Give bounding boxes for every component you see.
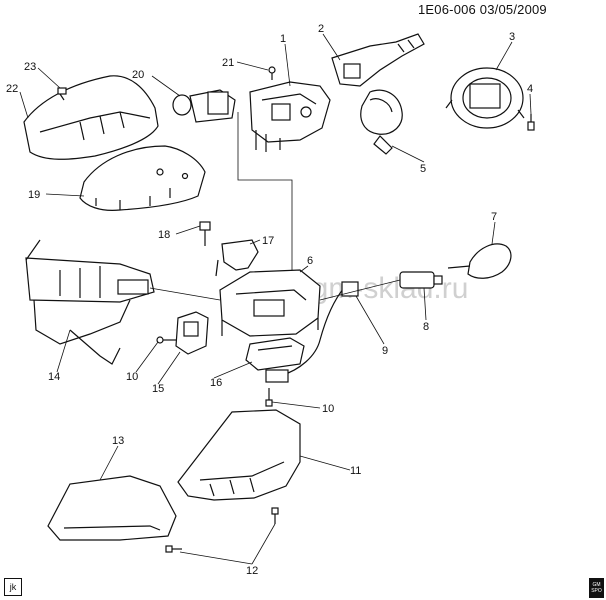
assembly-guide-lines [149, 112, 401, 301]
callout-14: 14 [48, 371, 60, 383]
trim-panel [47, 475, 177, 541]
callout-8: 8 [423, 321, 429, 333]
lower-cover [177, 409, 301, 501]
callout-17: 17 [262, 235, 274, 247]
lower-shroud [79, 145, 206, 211]
upper-trim-cover [23, 75, 159, 160]
multifunction-lever [331, 33, 425, 87]
callout-22: 22 [6, 83, 18, 95]
callout-12: 12 [246, 565, 258, 577]
callout-18: 18 [158, 229, 170, 241]
callout-10-b: 10 [322, 403, 334, 415]
key [447, 243, 512, 279]
callout-9: 9 [382, 345, 388, 357]
screw-12-a [271, 507, 279, 524]
bracket-15 [175, 311, 209, 355]
steering-column [25, 239, 155, 365]
callout-1: 1 [280, 33, 286, 45]
steering-angle-sensor [360, 89, 403, 155]
lock-housing [219, 269, 321, 337]
clock-spring [445, 67, 525, 129]
callout-16: 16 [210, 377, 222, 389]
leader-lines [19, 33, 532, 565]
callout-10-a: 10 [126, 371, 138, 383]
clip-23 [57, 87, 67, 95]
switch-housing [249, 81, 331, 152]
screw-10-b [265, 388, 273, 407]
screw-21 [268, 66, 276, 80]
screw-4 [527, 114, 535, 131]
module-16 [245, 337, 305, 371]
screw-10-a [156, 336, 176, 344]
callout-21: 21 [222, 57, 234, 69]
wiring-harness [265, 281, 359, 383]
callout-7: 7 [491, 211, 497, 223]
ignition-switch [172, 89, 236, 123]
callout-11: 11 [350, 465, 361, 477]
callout-20: 20 [132, 69, 144, 81]
callout-13: 13 [112, 435, 124, 447]
corner-code-box: jk [4, 578, 22, 596]
callout-23: 23 [24, 61, 36, 73]
callout-6: 6 [307, 255, 313, 267]
screw-12-b [165, 545, 182, 553]
callout-4: 4 [527, 83, 533, 95]
diagram-header: 1E06-006 03/05/2009 [418, 2, 547, 17]
callout-5: 5 [420, 163, 426, 175]
callout-3: 3 [509, 31, 515, 43]
bracket-17 [215, 239, 259, 277]
callout-2: 2 [318, 23, 324, 35]
gm-spo-logo: GM SPO [589, 578, 604, 598]
bolt-18 [199, 221, 211, 246]
callout-19: 19 [28, 189, 40, 201]
callout-15: 15 [152, 383, 164, 395]
